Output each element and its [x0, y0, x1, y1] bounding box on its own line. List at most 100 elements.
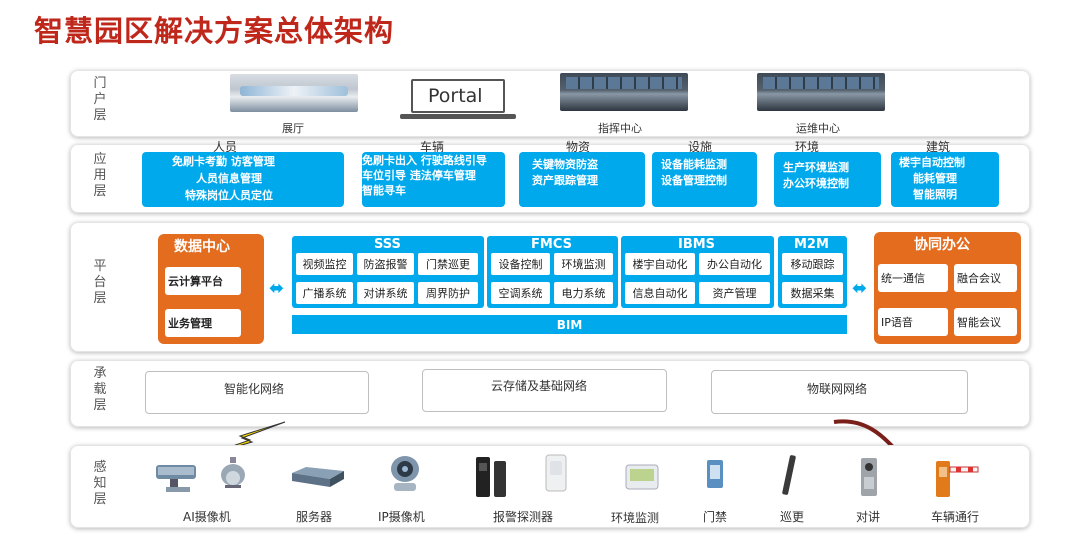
category-building: 建筑 — [926, 140, 951, 154]
collab-item: IP语音 — [878, 308, 948, 336]
category-facility: 设施 — [688, 140, 713, 154]
device-label: 报警探测器 — [493, 510, 554, 524]
material-apps-box: 关键物资防盗 资产跟踪管理 — [519, 152, 645, 207]
environment-monitor-icon — [625, 464, 659, 490]
ibms-item: 楼宇自动化 — [625, 253, 695, 275]
ops-center-caption: 运维中心 — [796, 122, 840, 135]
server-icon — [292, 467, 344, 487]
platform-layer: 平台层 数据中心 云计算平台 业务管理 ⬌ SSS 视频监控 防盗报警 门禁巡更… — [70, 222, 1030, 352]
fmcs-item: 设备控制 — [491, 253, 550, 275]
data-center-title: 数据中心 — [174, 239, 230, 255]
m2m-panel: M2M 移动跟踪 数据采集 — [778, 236, 847, 308]
sss-item: 视频监控 — [296, 253, 353, 275]
sss-item: 广播系统 — [296, 282, 353, 304]
data-center-panel: 数据中心 云计算平台 业务管理 — [158, 234, 264, 344]
category-environment: 环境 — [795, 140, 820, 154]
vehicle-barrier-icon — [936, 461, 979, 497]
device-label: 对讲 — [856, 510, 881, 524]
ip-camera-icon — [391, 456, 419, 491]
building-apps-box: 楼宇自动控制 能耗管理 智能照明 — [891, 152, 999, 207]
vehicle-apps-box: 免刷卡出入 行驶路线引导 车位引导 违法停车管理 智能寻车 — [362, 152, 505, 207]
portal-layer-label: 门户层 — [93, 76, 107, 123]
device-label: IP摄像机 — [378, 510, 425, 524]
network-box: 云存储及基础网络 — [422, 369, 667, 412]
people-app-line: 免刷卡考勤 访客管理 — [172, 155, 275, 168]
fmcs-panel: FMCS 设备控制 环境监测 空调系统 电力系统 — [487, 236, 618, 308]
collab-item: 智能会议 — [954, 308, 1017, 336]
command-center-caption: 指挥中心 — [598, 122, 642, 135]
portal-monitor-icon — [411, 79, 505, 113]
environment-app-line: 生产环境监测 — [783, 161, 849, 174]
cloud-platform-cell: 云计算平台 — [165, 267, 241, 295]
left-double-arrow-icon: ⬌ — [269, 278, 285, 299]
device-label: 巡更 — [780, 510, 805, 524]
network-box-label: 智能化网络 — [224, 382, 285, 396]
ibms-item: 资产管理 — [699, 282, 770, 304]
application-layer: 应用层 人员 车辆 物资 设施 环境 建筑 免刷卡考勤 访客管理 人员信息管理 … — [70, 140, 1030, 213]
sss-item: 周界防护 — [418, 282, 478, 304]
building-app-line: 楼宇自动控制 — [899, 156, 965, 169]
category-people: 人员 — [213, 140, 238, 154]
facility-apps-box: 设备能耗监测 设备管理控制 — [652, 152, 757, 207]
exhibit-hall-photo — [230, 74, 358, 112]
environment-apps-box: 生产环境监测 办公环境控制 — [774, 152, 881, 207]
people-app-line: 人员信息管理 — [196, 172, 262, 185]
sss-item: 对讲系统 — [357, 282, 414, 304]
device-label: 车辆通行 — [931, 510, 980, 524]
m2m-item: 数据采集 — [782, 282, 843, 304]
category-material: 物资 — [566, 140, 591, 154]
ibms-item: 办公自动化 — [699, 253, 770, 275]
building-app-line: 智能照明 — [913, 188, 957, 201]
people-app-line: 特殊岗位人员定位 — [185, 189, 273, 202]
fmcs-item: 环境监测 — [554, 253, 613, 275]
perception-layer-label: 感知层 — [93, 460, 107, 507]
device-label: 门禁 — [703, 510, 728, 524]
intercom-icon — [861, 458, 877, 496]
building-app-line: 能耗管理 — [913, 172, 957, 185]
portal-layer: 门户层 展厅 Portal 指挥中心 运维中心 — [70, 70, 1030, 137]
people-apps-box: 免刷卡考勤 访客管理 人员信息管理 特殊岗位人员定位 — [142, 152, 344, 207]
collab-office-panel: 协同办公 统一通信 融合会议 IP语音 智能会议 — [874, 232, 1021, 344]
m2m-item: 移动跟踪 — [782, 253, 843, 275]
collab-office-title: 协同办公 — [914, 237, 970, 253]
right-double-arrow-icon: ⬌ — [852, 278, 868, 299]
ibms-title: IBMS — [678, 237, 716, 252]
network-layer: 承载层 智能化网络 云存储及基础网络 物联网网络 — [70, 360, 1030, 427]
material-app-line: 关键物资防盗 — [532, 158, 598, 171]
fmcs-item: 电力系统 — [554, 282, 613, 304]
access-control-icon — [707, 460, 723, 488]
sss-item: 防盗报警 — [357, 253, 414, 275]
business-mgmt-cell: 业务管理 — [165, 309, 241, 337]
category-vehicle: 车辆 — [420, 140, 445, 154]
fmcs-title: FMCS — [531, 237, 572, 252]
bim-bar: BIM — [292, 315, 847, 334]
material-app-line: 资产跟踪管理 — [532, 174, 598, 187]
vehicle-app-line: 车位引导 违法停车管理 — [362, 169, 476, 182]
sss-item: 门禁巡更 — [418, 253, 478, 275]
page-title: 智慧园区解决方案总体架构 — [34, 14, 395, 48]
patrol-device-icon — [782, 455, 796, 495]
facility-app-line: 设备管理控制 — [661, 174, 727, 187]
facility-app-line: 设备能耗监测 — [661, 158, 727, 171]
portal-label: Portal — [428, 85, 483, 107]
ai-camera-icon — [156, 457, 245, 492]
collab-item: 统一通信 — [878, 264, 948, 292]
ibms-item: 信息自动化 — [625, 282, 695, 304]
device-label: 服务器 — [296, 510, 333, 524]
network-box: 智能化网络 — [145, 371, 369, 414]
platform-layer-label: 平台层 — [93, 259, 107, 306]
ibms-panel: IBMS 楼宇自动化 办公自动化 信息自动化 资产管理 — [621, 236, 774, 308]
sss-title: SSS — [374, 237, 401, 252]
monitor-stand-icon — [400, 114, 516, 119]
perception-layer: 感知层 AI摄像机 服务器 IP摄像机 报警探测器 环境监测 — [70, 445, 1030, 528]
device-label: 环境监测 — [611, 511, 660, 525]
ops-center-photo — [757, 73, 885, 111]
fmcs-item: 空调系统 — [491, 282, 550, 304]
environment-app-line: 办公环境控制 — [783, 177, 849, 190]
command-center-photo — [560, 73, 688, 111]
exhibit-hall-caption: 展厅 — [282, 122, 304, 135]
application-layer-label: 应用层 — [93, 152, 107, 199]
vehicle-app-line: 智能寻车 — [362, 184, 406, 197]
m2m-title: M2M — [794, 237, 829, 252]
network-layer-label: 承载层 — [93, 366, 107, 413]
